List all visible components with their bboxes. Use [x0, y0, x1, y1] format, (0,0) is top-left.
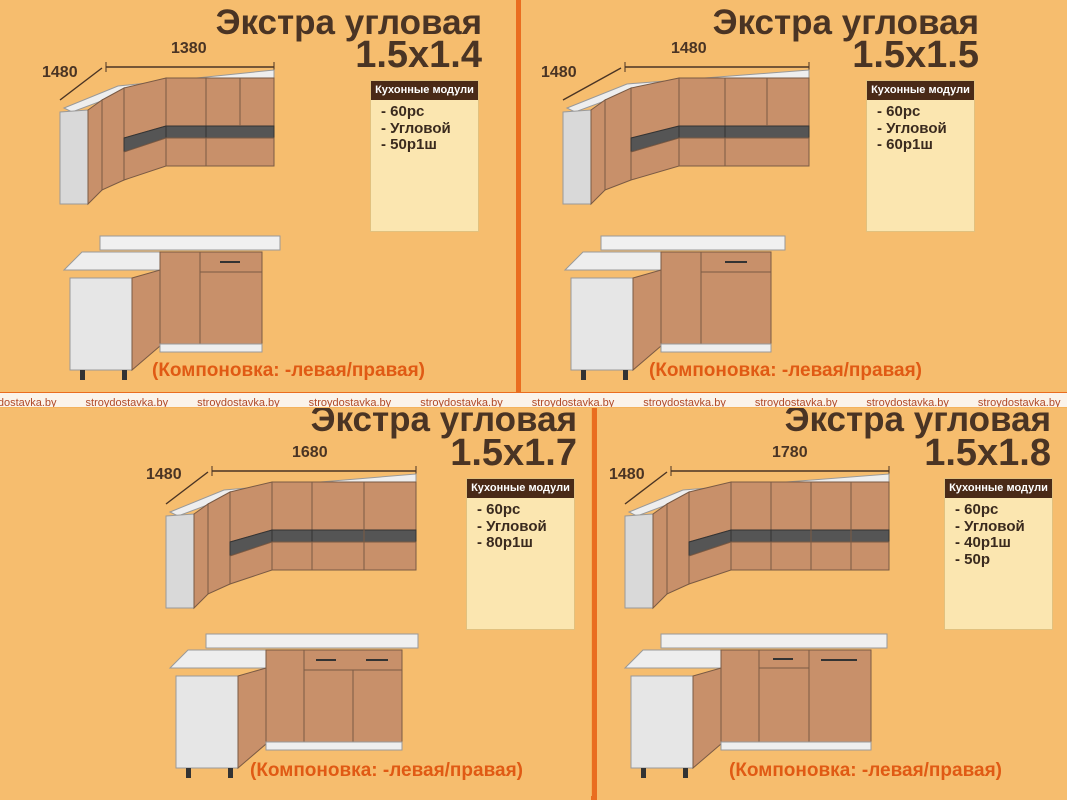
watermark-text: stroydostavka.by	[754, 397, 838, 407]
depth-dimension: 1480	[42, 64, 78, 81]
panel-1-5x1-7: Экстра угловая 1.5x1.7 1680 1480 Кухонны…	[0, 408, 591, 800]
module-item: - Угловой	[955, 517, 1025, 535]
modules-box: Кухонные модули - 60рс - Угловой - 40р1ш…	[944, 478, 1053, 630]
width-dimension-line	[105, 62, 275, 72]
watermark-text: stroydostavka.by	[0, 397, 57, 407]
width-dimension: 1680	[292, 444, 328, 461]
watermark-text: stroydostavka.by	[643, 397, 726, 407]
width-dimension: 1780	[772, 444, 808, 461]
module-item: - 50р1ш	[381, 136, 437, 153]
panel-title-line1: Экстра угловая	[310, 408, 577, 439]
watermark-text: stroydostavka.by	[85, 397, 169, 407]
watermark-text: stroydostavka.by	[308, 397, 392, 407]
module-item: - 50р	[955, 550, 991, 568]
modules-header: Кухонные модули	[867, 81, 974, 100]
panel-1-5x1-4: Экстра угловая 1.5x1.4 1380 1480 Кухонны…	[0, 0, 516, 392]
depth-dimension: 1480	[146, 466, 182, 483]
upper-cabinets-drawing	[624, 466, 890, 610]
panel-title-line2: 1.5x1.7	[450, 432, 577, 474]
width-dimension: 1480	[671, 40, 707, 57]
lower-cabinets-drawing	[563, 235, 786, 380]
module-item: - 60р1ш	[877, 136, 933, 153]
depth-dimension-line	[165, 471, 209, 505]
lower-cabinets-drawing	[168, 633, 419, 778]
modules-box: Кухонные модули - 60рс - Угловой - 60р1ш	[866, 80, 975, 232]
depth-dimension: 1480	[609, 466, 645, 483]
module-item: - Угловой	[477, 517, 547, 535]
vertical-divider-bottom	[592, 408, 597, 800]
layout-note: (Компоновка: -левая/правая)	[649, 360, 922, 381]
watermark-text: stroydostavka.by	[420, 397, 503, 407]
panel-1-5x1-8: Экстра угловая 1.5x1.8 1780 1480 Кухонны…	[597, 408, 1067, 800]
module-item: - Угловой	[877, 119, 947, 137]
module-item: - 40р1ш	[955, 534, 1011, 551]
panel-1-5x1-5: Экстра угловая 1.5x1.5 1480 1480 Кухонны…	[521, 0, 1067, 392]
panel-title-line2: 1.5x1.5	[852, 34, 979, 76]
modules-header: Кухонные модули	[467, 479, 574, 498]
layout-note: (Компоновка: -левая/правая)	[729, 760, 1002, 781]
watermark-text: stroydostavka.by	[866, 397, 949, 407]
depth-dimension-line	[624, 471, 668, 505]
layout-note: (Компоновка: -левая/правая)	[152, 360, 425, 381]
module-item: - 60рс	[877, 103, 921, 120]
width-dimension-line	[670, 466, 890, 476]
depth-dimension: 1480	[541, 64, 577, 81]
watermark-text: stroydostavka.by	[531, 397, 615, 407]
watermark-strip: stroydostavka.by stroydostavka.by stroydos…	[0, 393, 1067, 407]
module-item: - 60рс	[381, 103, 425, 120]
panel-title-line2: 1.5x1.4	[355, 34, 482, 76]
watermark-text: stroydostavka.by	[977, 397, 1061, 407]
width-dimension: 1380	[171, 40, 207, 57]
lower-cabinets-drawing	[623, 633, 888, 778]
panel-title-line2: 1.5x1.8	[924, 432, 1051, 474]
lower-cabinets-drawing	[62, 235, 281, 380]
modules-header: Кухонные модули	[371, 81, 478, 100]
modules-box: Кухонные модули - 60рс - Угловой - 50р1ш	[370, 80, 479, 232]
modules-box: Кухонные модули - 60рс - Угловой - 80р1ш	[466, 478, 575, 630]
depth-dimension-line	[59, 67, 103, 101]
upper-cabinets-drawing	[165, 466, 417, 610]
depth-dimension-line	[562, 67, 622, 101]
module-item: - 80р1ш	[477, 534, 533, 551]
watermark-text: stroydostavka.by	[197, 397, 280, 407]
module-item: - 60рс	[955, 501, 999, 518]
upper-cabinets-drawing	[562, 62, 810, 206]
width-dimension-line	[624, 62, 810, 72]
module-item: - Угловой	[381, 119, 451, 137]
modules-header: Кухонные модули	[945, 479, 1052, 498]
upper-cabinets-drawing	[59, 62, 275, 206]
panel-title-line1: Экстра угловая	[215, 3, 482, 42]
panel-title-line1: Экстра угловая	[784, 408, 1051, 439]
vertical-divider-top	[516, 0, 521, 392]
width-dimension-line	[211, 466, 417, 476]
panel-title-line1: Экстра угловая	[712, 3, 979, 42]
layout-note: (Компоновка: -левая/правая)	[250, 760, 523, 781]
module-item: - 60рс	[477, 501, 521, 518]
